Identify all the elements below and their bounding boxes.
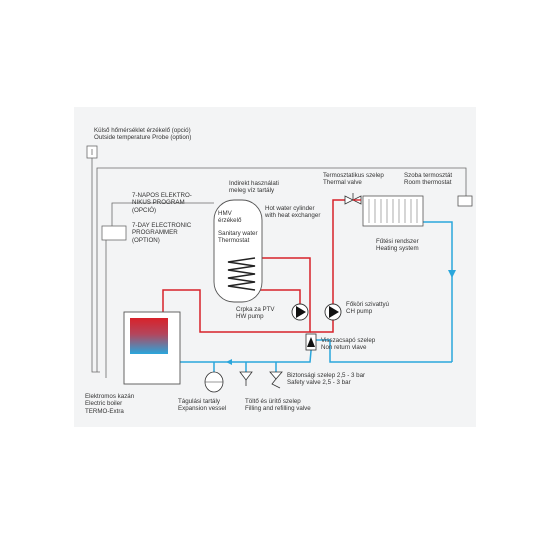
programmer-label-en-line: (OPTION) (132, 236, 160, 244)
ch-pump-icon (324, 303, 342, 321)
hw-pump-label: Crpka za PTV HW pump (236, 306, 275, 321)
ch-pump-label: Főköri szivattyú CH pump (346, 301, 389, 316)
programmer-label-hu: 7-NAPOS ELEKTRO- NIKUS PROGRAM (OPCIÓ) (132, 192, 192, 214)
expansion-vessel-label: Tágulási tartály Expansion vessel (178, 398, 226, 413)
cylinder-label-en-line: with heat exchanger (265, 212, 321, 220)
probe-wire (91, 158, 100, 373)
hmv-sensor-label-line: érzékelő (218, 217, 242, 225)
thermal-valve-label: Termosztatikus szelep Thermal valve (323, 172, 384, 187)
safety-valve-label-line: Biztonsági szelep 2,5 - 3 bar (287, 372, 366, 379)
boiler-label-line: Elektromos kazán (85, 393, 135, 400)
room-thermostat-icon (457, 195, 473, 207)
ch-flow-pipe (310, 199, 345, 333)
hw-pump-icon (291, 303, 309, 321)
radiator-icon (362, 195, 424, 227)
safety-valve-icon (269, 371, 283, 389)
non-return-valve-icon (305, 333, 317, 351)
expansion-vessel-label-line: Expansion vessel (178, 405, 227, 413)
outside-probe-label-hu: Külső hőmérséklet érzékelő (opció) (94, 127, 191, 134)
room-thermostat-label-line: Szoba termosztát (404, 172, 453, 179)
programmer-icon (101, 225, 127, 241)
boiler-label: Elektromos kazán Electric boiler TERMO-E… (85, 393, 134, 415)
expansion-vessel-label-line: Tágulási tartály (178, 398, 220, 405)
ch-pump-label-line: CH pump (346, 308, 373, 316)
programmer-label-en-line: 7-DAY ELECTRONIC (132, 222, 192, 229)
cylinder-label-hu-line: meleg víz tartály (229, 187, 275, 195)
heat-exchanger-coil (227, 257, 256, 291)
thermal-valve-icon (344, 193, 362, 205)
flow-arrow (448, 270, 456, 278)
boiler-label-line: Electric boiler (85, 400, 123, 408)
non-return-valve-label-line: Visszacsapó szelep (321, 337, 376, 344)
cylinder-label-hu-line: Indirekt használati (229, 180, 279, 187)
hw-pump-label-line: Crpka za PTV (236, 306, 275, 313)
safety-valve-label-line: Safety valve 2,5 - 3 bar (287, 379, 351, 387)
sanitary-thermostat-label: Sanitary water Thermostat (218, 230, 258, 245)
hot-water-cylinder (213, 199, 263, 303)
heating-return-pipe (423, 221, 453, 362)
sanitary-thermostat-label-line: Sanitary water (218, 230, 258, 237)
filling-valve-label-line: Töltő és ürítő szelep (245, 398, 301, 405)
hw-pump-label-line: HW pump (236, 313, 264, 321)
programmer-label-hu-line: NIKUS PROGRAM (132, 199, 185, 207)
filling-valve-icon (239, 371, 253, 386)
programmer-label-hu-line: 7-NAPOS ELEKTRO- (132, 192, 192, 199)
filling-valve-label: Töltő és ürítő szelep Filling and refill… (245, 398, 311, 413)
expansion-vessel-icon (204, 371, 224, 393)
outside-probe-label-en: Outside temperature Probe (option) (94, 134, 192, 142)
safety-valve-label: Biztonsági szelep 2,5 - 3 bar Safety val… (287, 372, 365, 387)
filling-valve-label-line: Filling and refilling valve (245, 405, 311, 413)
thermal-valve-label-line: Thermal valve (323, 179, 362, 187)
room-thermostat-label-line: Room thermostat (404, 179, 452, 187)
main-return-pipe (312, 339, 452, 363)
programmer-label-en-line: PROGRAMMER (132, 229, 178, 237)
hmv-sensor-label: HMV érzékelő (218, 210, 241, 225)
flow-arrow (226, 359, 232, 365)
thermal-valve-label-line: Termosztatikus szelep (323, 172, 384, 179)
room-thermostat-label: Szoba termosztát Room thermostat (404, 172, 452, 187)
hw-return-pipe (255, 289, 301, 304)
programmer-label-hu-line: (OPCIÓ) (132, 206, 157, 214)
heating-system-label-line: Fűtési rendszer (376, 238, 419, 245)
programmer-label-en: 7-DAY ELECTRONIC PROGRAMMER (OPTION) (132, 222, 191, 244)
ch-pump-label-line: Főköri szivattyú (346, 301, 389, 308)
boiler-label-line: TERMO-Extra (85, 407, 124, 415)
sanitary-thermostat-label-line: Thermostat (218, 237, 250, 245)
non-return-valve-label: Visszacsapó szelep Non return vlave (321, 337, 375, 352)
non-return-valve-label-line: Non return vlave (321, 344, 367, 352)
cylinder-label-en-line: Hot water cylinder (265, 205, 315, 212)
thermostat-wire (96, 167, 467, 372)
heating-system-label-line: Heating system (376, 245, 419, 253)
boiler-flow-pipe (162, 289, 303, 333)
heating-system-label: Fűtési rendszer Heating system (376, 238, 419, 253)
flow-riser-pipe (275, 257, 311, 333)
cylinder-label-hu: Indirekt használati meleg víz tartály (229, 180, 279, 195)
electric-boiler (123, 311, 181, 385)
hmv-sensor-label-line: HMV (218, 210, 232, 217)
outside-probe-label: Külső hőmérséklet érzékelő (opció) Outsi… (94, 127, 191, 142)
hot-flow-pipes (162, 199, 345, 333)
cylinder-label-en: Hot water cylinder with heat exchanger (265, 205, 320, 220)
